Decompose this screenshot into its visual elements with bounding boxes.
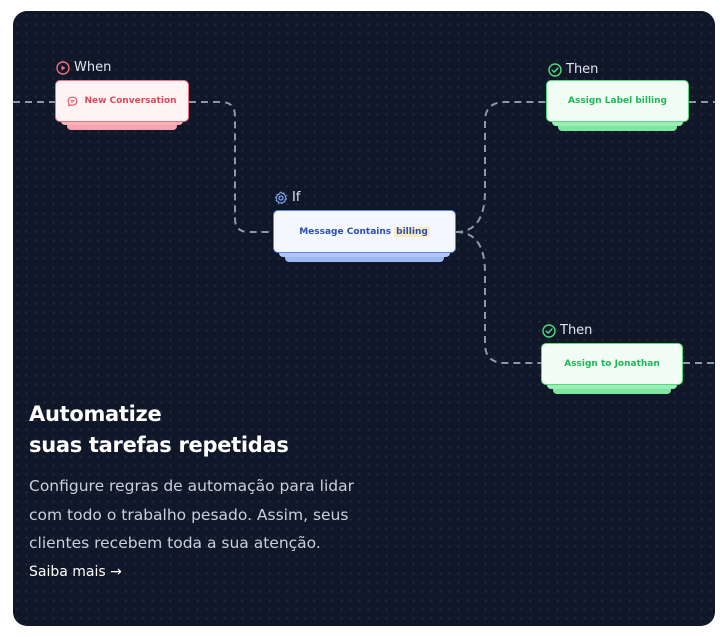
condition-node-label: Message Contains xyxy=(299,226,392,237)
action-bottom-tag-label: Then xyxy=(560,323,593,338)
condition-keyword: billing xyxy=(394,226,430,237)
condition-node[interactable]: Message Contains billing xyxy=(273,210,456,264)
connector-condition-to-top-action xyxy=(455,101,546,233)
chat-bubble-icon xyxy=(68,96,78,107)
automation-card: When New Conversation If Message Contain… xyxy=(13,11,715,626)
check-circle-icon xyxy=(548,62,562,77)
check-circle-icon xyxy=(542,323,556,338)
flow-connectors xyxy=(13,101,715,364)
connector-trigger-to-condition xyxy=(189,101,273,233)
action-bottom-node-label: Assign to Jonathan xyxy=(564,359,660,369)
trigger-tag: When xyxy=(56,60,111,75)
headline-line-2: suas tarefas repetidas xyxy=(29,433,289,457)
play-circle-icon xyxy=(56,60,70,75)
learn-more-link[interactable]: Saiba mais → xyxy=(29,564,122,580)
action-top-node-label: Assign Label billing xyxy=(568,96,667,106)
action-top-node[interactable]: Assign Label billing xyxy=(546,80,689,133)
condition-tag-label: If xyxy=(292,190,301,205)
trigger-node[interactable]: New Conversation xyxy=(55,80,189,132)
action-bottom-node[interactable]: Assign to Jonathan xyxy=(541,343,683,396)
headline-line-1: Automatize xyxy=(29,402,162,426)
action-top-tag-label: Then xyxy=(566,62,599,77)
condition-tag: If xyxy=(274,190,300,205)
trigger-tag-label: When xyxy=(74,60,112,75)
description: Configure regras de automação para lidar… xyxy=(29,477,355,552)
gear-icon xyxy=(274,190,288,204)
headline: Automatize suas tarefas repetidas xyxy=(29,399,289,461)
connector-condition-to-bottom-action xyxy=(455,231,541,364)
trigger-node-label: New Conversation xyxy=(84,96,177,106)
action-bottom-tag: Then xyxy=(542,323,592,338)
action-top-tag: Then xyxy=(548,62,598,77)
